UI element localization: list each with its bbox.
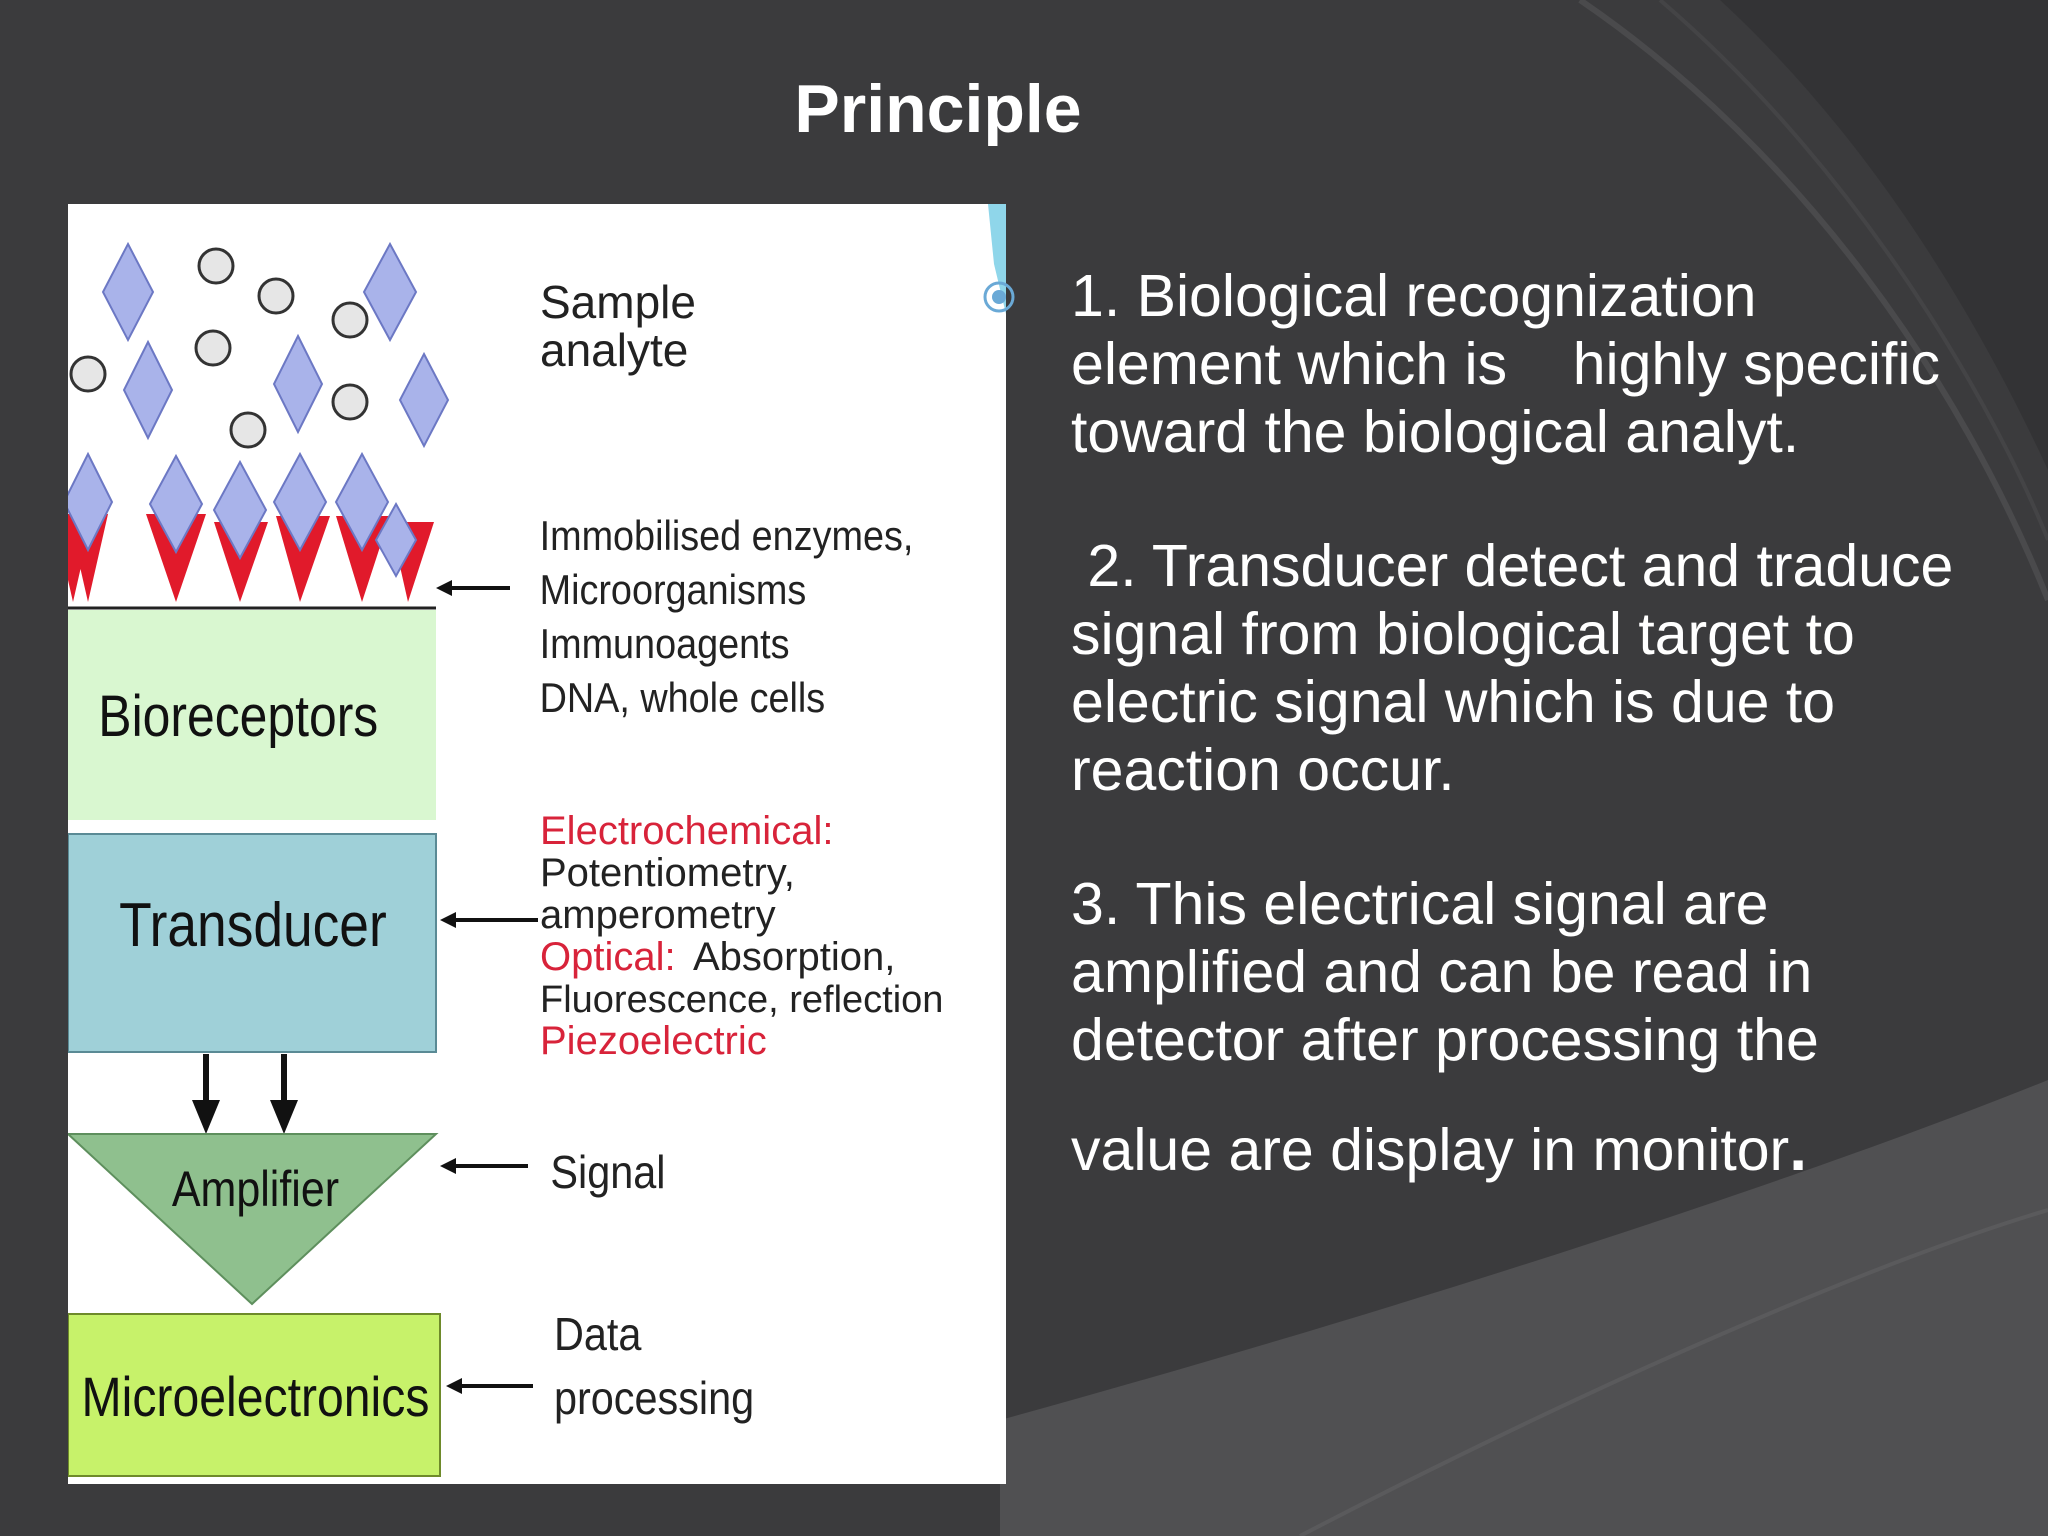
point-1-line-3: toward the biological analyt. bbox=[1071, 399, 1800, 465]
point-1-line-2: element which is highly specific bbox=[1071, 331, 1940, 397]
analyte-diamond bbox=[398, 351, 450, 449]
bound-receptors bbox=[68, 451, 434, 602]
analyte-diamond bbox=[272, 333, 324, 435]
optical-line2: Fluorescence, reflection bbox=[540, 979, 943, 1021]
bioreceptors-label: Bioreceptors bbox=[98, 685, 378, 749]
microelectronics-label: Microelectronics bbox=[82, 1367, 430, 1429]
receptor-type-2: Microorganisms bbox=[540, 567, 807, 613]
circle-bullet-icon bbox=[983, 281, 1015, 313]
point-3-line-1: 3. This electrical signal are bbox=[1071, 871, 1769, 937]
microelectronics-block bbox=[68, 1313, 441, 1477]
point-2-line-4: reaction occur. bbox=[1071, 737, 1455, 803]
electrochemical-heading: Electrochemical: bbox=[540, 809, 833, 853]
bioreceptors-block bbox=[68, 610, 436, 820]
analyte-circle bbox=[331, 301, 369, 339]
point-1: 1. Biological recognization element whic… bbox=[1071, 262, 2048, 466]
point-2-line-1: 2. Transducer detect and traduce bbox=[1071, 533, 1954, 599]
receptor-type-4: DNA, whole cells bbox=[540, 675, 826, 721]
data-label-2: processing bbox=[554, 1373, 754, 1425]
slide-title: Principle bbox=[794, 71, 1082, 147]
sample-label-2: analyte bbox=[540, 324, 688, 376]
analyte-diamond bbox=[101, 241, 155, 343]
sample-analyte-particles bbox=[69, 241, 450, 449]
down-arrows bbox=[192, 1054, 298, 1134]
analyte-diamond bbox=[122, 339, 174, 441]
point-3-line-3: detector after processing the bbox=[1071, 1007, 1819, 1073]
analyte-circle bbox=[194, 329, 232, 367]
analyte-circle bbox=[257, 277, 295, 315]
analyte-circle bbox=[229, 411, 267, 449]
point-3-line-4: value are display in monitor bbox=[1071, 1117, 1790, 1183]
biosensor-diagram: Bioreceptors Transducer Amplifier Microe… bbox=[68, 204, 1006, 1484]
transducer-block bbox=[68, 833, 437, 1053]
receptor-type-3: Immunoagents bbox=[540, 621, 790, 667]
point-2: 2. Transducer detect and traduce signal … bbox=[1071, 532, 2048, 804]
analyte-circle bbox=[331, 383, 369, 421]
point-3: 3. This electrical signal are amplified … bbox=[1071, 870, 2048, 1074]
point-1-line-1: 1. Biological recognization bbox=[1071, 263, 1757, 329]
amplifier-label: Amplifier bbox=[172, 1161, 339, 1217]
electrochemical-line2: amperometry bbox=[540, 893, 776, 937]
point-2-line-3: electric signal which is due to bbox=[1071, 669, 1836, 735]
data-label-1: Data bbox=[554, 1309, 642, 1361]
analyte-circle bbox=[197, 247, 235, 285]
electrochemical-line1: Potentiometry, bbox=[540, 851, 795, 895]
amplifier-block bbox=[68, 1133, 439, 1306]
point-2-line-2: signal from biological target to bbox=[1071, 601, 1855, 667]
transducer-label: Transducer bbox=[119, 891, 387, 960]
signal-label: Signal bbox=[550, 1147, 665, 1199]
receptor-type-1: Immobilised enzymes, bbox=[540, 513, 914, 559]
analyte-circle bbox=[69, 355, 107, 393]
panel-edge-accent bbox=[988, 204, 1006, 314]
piezoelectric-label: Piezoelectric bbox=[540, 1019, 767, 1063]
point-3-line-4-wrapper: value are display in monitor. bbox=[1071, 1114, 2048, 1184]
optical-line1: Absorption, bbox=[693, 935, 895, 979]
left-arrows bbox=[436, 580, 538, 1394]
optical-heading: Optical: bbox=[540, 935, 676, 979]
sample-label-1: Sample bbox=[540, 276, 696, 328]
analyte-diamond bbox=[362, 241, 418, 343]
point-3-line-2: amplified and can be read in bbox=[1071, 939, 1813, 1005]
point-3-end-dot: . bbox=[1789, 1112, 1807, 1184]
